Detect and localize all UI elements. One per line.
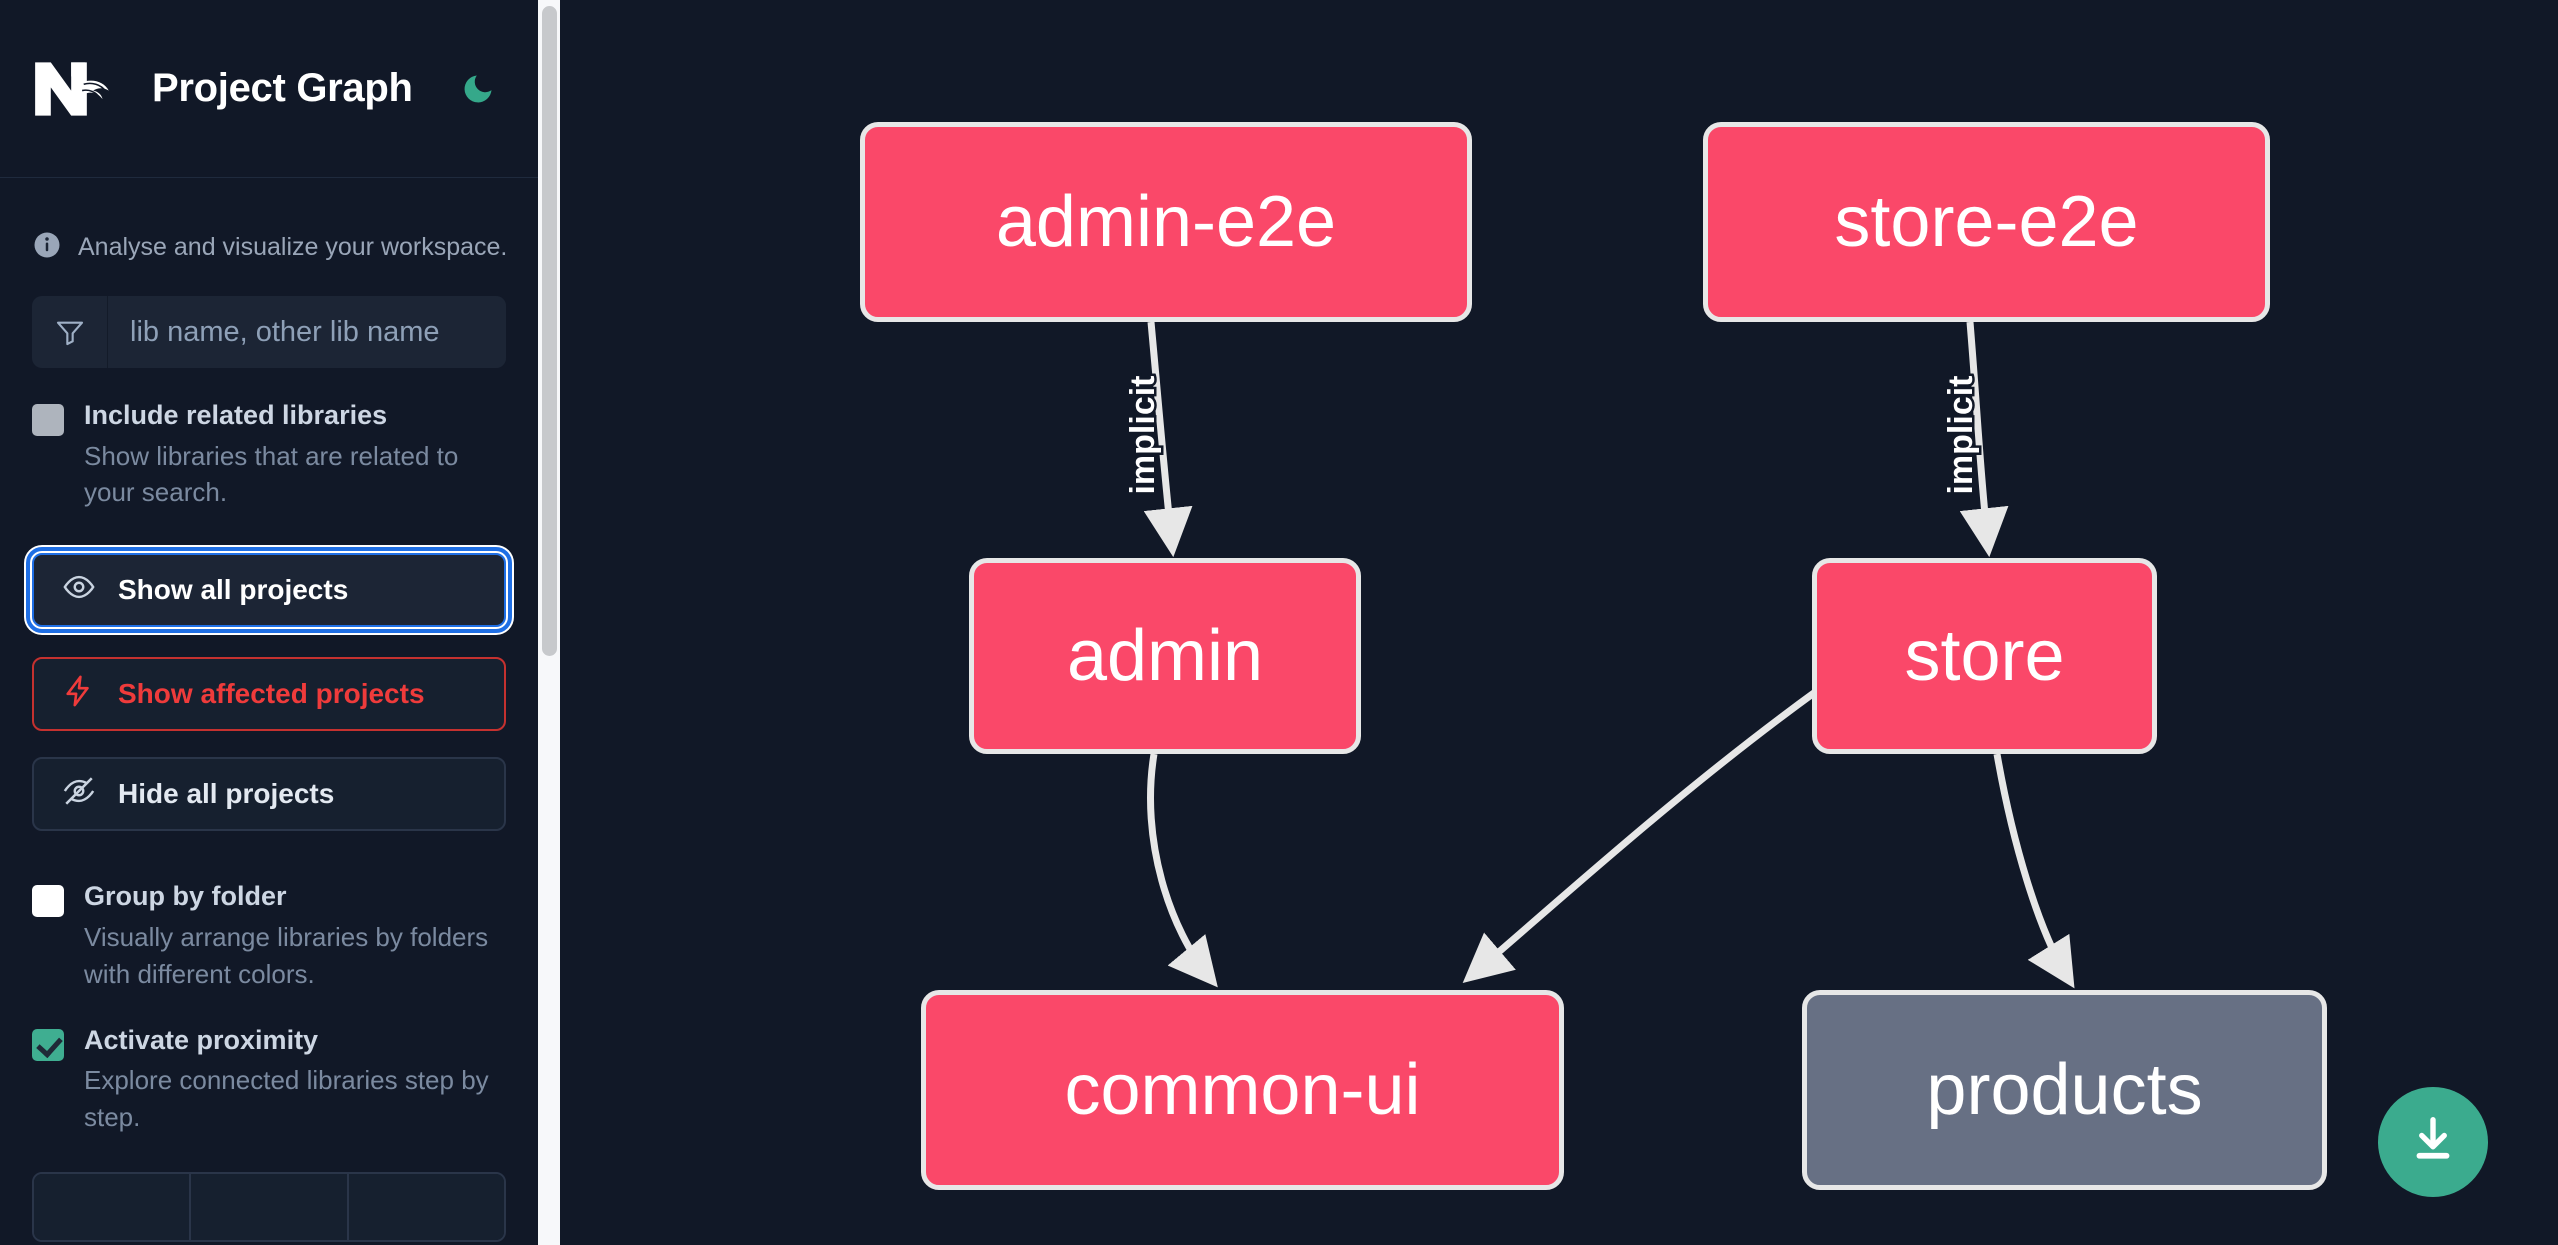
edge-label-implicit: implicit [1942,375,1980,494]
proximity-stepper-segment[interactable] [191,1174,349,1241]
nx-logo-icon [32,59,126,119]
lightning-icon [62,674,96,715]
download-icon [2406,1113,2460,1172]
hide-all-projects-label: Hide all projects [118,778,335,810]
graph-canvas[interactable]: implicit implicit admin-e2e store-e2e ad… [560,0,2558,1245]
graph-node-admin-e2e[interactable]: admin-e2e [860,122,1472,322]
search-field[interactable] [32,296,506,368]
show-all-projects-button[interactable]: Show all projects [26,547,512,634]
group-by-folder-label: Group by folder [84,881,287,912]
search-input[interactable] [108,296,506,368]
activate-proximity-description: Explore connected libraries step by step… [84,1065,489,1133]
sidebar-scroll-content: Project Graph Analy [0,0,538,1245]
graph-node-products[interactable]: products [1802,990,2327,1190]
include-related-libraries-description: Show libraries that are related to your … [84,440,459,508]
group-by-folder-description: Visually arrange libraries by folders wi… [84,921,489,989]
eye-off-icon [62,774,96,815]
tagline: Analyse and visualize your workspace. [32,178,508,274]
graph-edges: implicit implicit [1122,321,2075,989]
show-all-projects-label: Show all projects [118,574,349,606]
hide-all-projects-button[interactable]: Hide all projects [32,757,506,832]
download-graph-button[interactable] [2378,1087,2488,1197]
checkbox-row-include-related-libraries: Include related libraries Show libraries… [32,398,506,511]
edge-admin-e2e-admin [1143,321,1193,558]
info-icon [32,230,62,265]
tagline-text: Analyse and visualize your workspace. [78,232,508,261]
graph-node-store[interactable]: store [1812,558,2157,754]
edge-admin-common-ui [1147,753,1218,988]
edge-label-implicit: implicit [1124,375,1162,494]
checkbox-row-group-by-folder: Group by folder Visually arrange librari… [32,879,506,992]
sidebar-header: Project Graph [0,0,538,178]
proximity-stepper-segment[interactable] [34,1174,192,1241]
graph-node-label: products [1926,1050,2203,1130]
filter-icon [32,296,108,368]
proximity-stepper-segment[interactable] [348,1174,504,1241]
checkbox-row-activate-proximity: Activate proximity Explore connected lib… [32,1023,506,1136]
sidebar-scrollbar-thumb[interactable] [542,6,557,656]
group-by-folder-checkbox[interactable] [32,885,64,918]
graph-node-label: admin [1066,616,1264,696]
page-title: Project Graph [152,66,413,110]
edge-store-e2e-store [1959,321,2009,558]
graph-node-label: admin-e2e [995,182,1337,262]
activate-proximity-label: Activate proximity [84,1024,319,1055]
graph-node-label: common-ui [1064,1050,1421,1130]
activate-proximity-checkbox[interactable] [32,1028,64,1061]
graph-node-admin[interactable]: admin [969,558,1361,754]
show-affected-projects-button[interactable]: Show affected projects [32,657,506,732]
sidebar-body: Analyse and visualize your workspace. In… [0,178,538,1243]
eye-icon [62,570,96,611]
moon-icon[interactable] [453,64,503,114]
graph-node-store-e2e[interactable]: store-e2e [1703,122,2270,322]
sidebar: Project Graph Analy [0,0,560,1245]
graph-node-label: store [1904,616,2065,696]
edge-store-products [1993,753,2075,989]
proximity-stepper-group[interactable] [32,1172,506,1243]
graph-node-label: store-e2e [1834,182,2139,262]
show-affected-projects-label: Show affected projects [118,678,425,710]
graph-node-common-ui[interactable]: common-ui [921,990,1564,1190]
sidebar-scrollbar-track[interactable] [538,0,560,1245]
include-related-libraries-label: Include related libraries [84,400,388,430]
include-related-libraries-checkbox[interactable] [32,404,64,436]
edge-store-common-ui [1462,687,1821,983]
